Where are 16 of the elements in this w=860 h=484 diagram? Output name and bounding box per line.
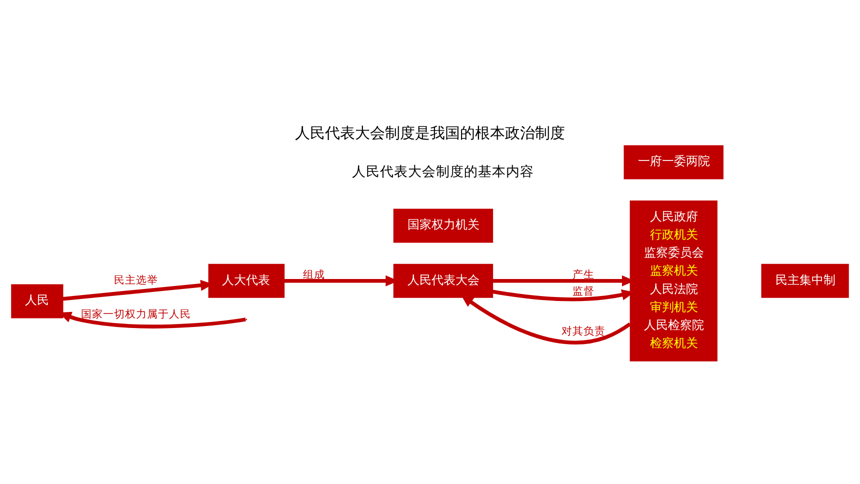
caption: 人民代表大会制度的基本内容 [352,164,534,180]
node-box: 人民政府 行政机关 监察委员会 监察机关 人民法院 审判机关 人民检察院 检察机关 [630,200,718,362]
edge-label: 监督 [572,286,594,298]
edge-label: 产生 [572,269,594,282]
edge-label: 民主选举 [114,274,158,286]
arrow [460,294,632,344]
node-box: 民主集中制 [761,264,849,298]
edge-label: 组成 [303,269,326,282]
node-box: 人民代表大会 [393,264,494,298]
node-box: 人大代表 [208,264,285,298]
edge-label: 国家一切权力属于人民 [80,308,191,320]
node-box: 一府一委两院 [624,145,724,180]
node-box: 国家权力机关 [393,208,494,243]
node-box: 人民 [11,284,64,318]
edge-label: 对其负责 [561,326,606,338]
diagram-title: 人民代表大会制度是我国的根本政治制度 [295,124,565,142]
